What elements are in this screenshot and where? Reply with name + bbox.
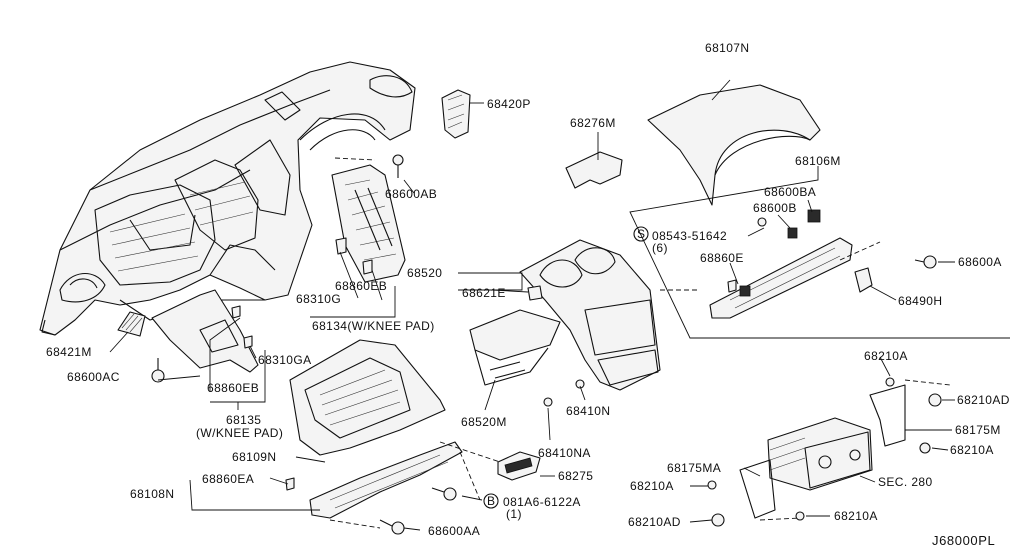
label-68860EB-top: 68860EB bbox=[335, 279, 387, 293]
label-68421M: 68421M bbox=[46, 345, 92, 359]
label-68134: 68134(W/KNEE PAD) bbox=[312, 319, 435, 333]
label-68210A-1: 68210A bbox=[864, 349, 908, 363]
label-68600A: 68600A bbox=[958, 255, 1002, 269]
bracket-68276M bbox=[565, 151, 623, 189]
label-68210AD-2: 68210AD bbox=[628, 515, 681, 529]
label-68860EA: 68860EA bbox=[202, 472, 254, 486]
circled-b-icon bbox=[483, 493, 499, 509]
audio-unit bbox=[767, 417, 873, 491]
label-68135-note: (W/KNEE PAD) bbox=[196, 426, 283, 440]
label-68275: 68275 bbox=[558, 469, 593, 483]
label-08543-51642: 08543-51642 bbox=[652, 229, 727, 243]
label-68520M: 68520M bbox=[461, 415, 507, 429]
label-68600AB: 68600AB bbox=[385, 187, 437, 201]
label-68106M: 68106M bbox=[795, 154, 841, 168]
label-68600AC: 68600AC bbox=[67, 370, 120, 384]
label-68109N: 68109N bbox=[232, 450, 276, 464]
label-68175M: 68175M bbox=[955, 423, 1001, 437]
label-68410NA: 68410NA bbox=[538, 446, 591, 460]
leader-lines bbox=[109, 79, 1010, 531]
label-68310G: 68310G bbox=[296, 292, 341, 306]
label-68600BA: 68600BA bbox=[764, 185, 816, 199]
label-68520: 68520 bbox=[407, 266, 442, 280]
glove-box-door-68109N bbox=[289, 339, 446, 456]
label-081A6-6122A: 081A6-6122A bbox=[503, 495, 581, 509]
label-68310GA: 68310GA bbox=[258, 353, 312, 367]
strip-68106M bbox=[709, 209, 853, 319]
bracket-68175M bbox=[869, 384, 906, 447]
label-68860E: 68860E bbox=[700, 251, 744, 265]
center-panel-68520 bbox=[519, 239, 661, 391]
label-68108N: 68108N bbox=[130, 487, 174, 501]
diagram-id: J68000PL bbox=[932, 533, 995, 548]
bracket-68175MA bbox=[739, 459, 776, 519]
part-labels: 68107N 68420P 68276M 68106M 68600AB 6860… bbox=[46, 41, 1010, 548]
label-081A6-qty: (1) bbox=[506, 507, 522, 521]
lower-panel-68135 bbox=[151, 289, 259, 373]
label-68621E: 68621E bbox=[462, 286, 506, 300]
label-68135: 68135 bbox=[226, 413, 261, 427]
vent-68420P bbox=[441, 89, 471, 139]
label-b-symbol: B bbox=[487, 494, 495, 508]
label-68210A-2: 68210A bbox=[950, 443, 994, 457]
label-68175MA: 68175MA bbox=[667, 461, 721, 475]
instrument-panel-body bbox=[39, 61, 416, 336]
label-68860EB-bottom: 68860EB bbox=[207, 381, 259, 395]
fasteners bbox=[151, 154, 942, 535]
label-68210A-4: 68210A bbox=[834, 509, 878, 523]
label-68107N: 68107N bbox=[705, 41, 749, 55]
label-68600B: 68600B bbox=[753, 201, 797, 215]
label-68276M: 68276M bbox=[570, 116, 616, 130]
label-08543-qty: (6) bbox=[652, 241, 668, 255]
label-s-symbol: S bbox=[637, 227, 645, 241]
label-68600AA: 68600AA bbox=[428, 524, 480, 538]
box-68520M bbox=[469, 309, 561, 386]
label-68210A-3: 68210A bbox=[630, 479, 674, 493]
side-panel-68134 bbox=[331, 164, 406, 283]
label-68410N: 68410N bbox=[566, 404, 610, 418]
label-08543-group: S 08543-51642 (6) bbox=[633, 226, 727, 255]
label-68490H: 68490H bbox=[898, 294, 942, 308]
vent-68421M bbox=[117, 311, 146, 337]
circled-s-icon bbox=[633, 226, 649, 242]
label-081A6-group: B 081A6-6122A (1) bbox=[483, 493, 581, 521]
label-68420P: 68420P bbox=[487, 97, 531, 111]
module-68275 bbox=[497, 451, 541, 481]
label-sec-280: SEC. 280 bbox=[878, 475, 933, 489]
lower-frame-68108N bbox=[309, 441, 463, 519]
cluster-lid-68107N bbox=[647, 84, 821, 206]
label-68210AD-1: 68210AD bbox=[957, 393, 1010, 407]
dashed-guides bbox=[329, 157, 951, 529]
